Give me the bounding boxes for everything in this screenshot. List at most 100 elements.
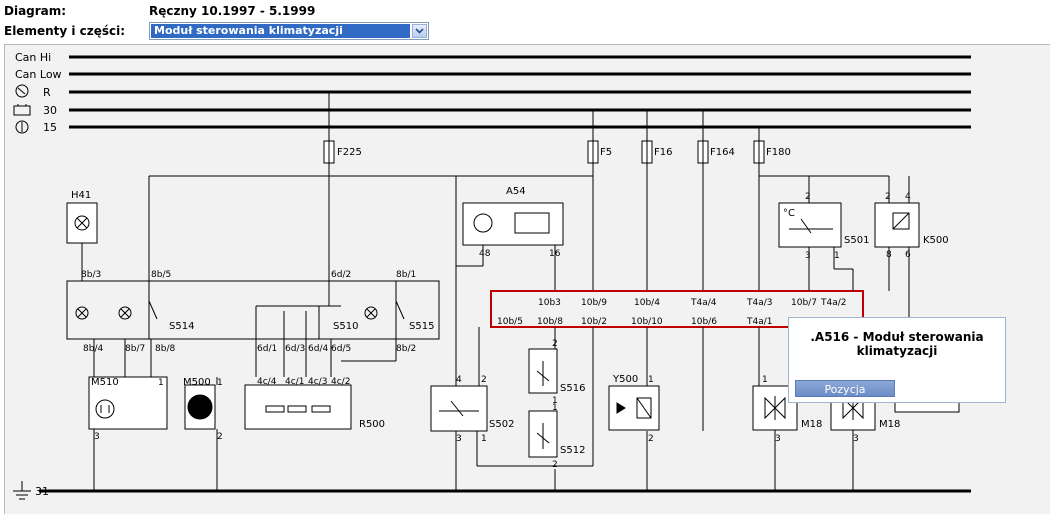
parts-select-value: Moduł sterowania klimatyzacji	[151, 24, 410, 38]
control-panel-box[interactable]	[66, 280, 440, 340]
pin-a516-top: 10b/7	[791, 298, 817, 308]
label-m18-a: M18	[801, 419, 822, 430]
component-k500[interactable]	[874, 202, 920, 401]
pin-m500-2: 2	[217, 432, 223, 442]
chevron-down-icon[interactable]	[412, 24, 427, 38]
fuse-f164[interactable]	[697, 140, 709, 164]
pin-6d4: 6d/4	[308, 344, 328, 354]
label-s510: S510	[333, 321, 358, 332]
pin-s516-1: 1	[552, 396, 558, 406]
pin-k500-6: 6	[905, 250, 911, 260]
label-s502: S502	[489, 419, 514, 430]
pin-k500-8: 8	[886, 250, 892, 260]
pin-s502-4: 4	[456, 375, 462, 385]
a516-top-pins: 10b3 10b/9 10b/4 T4a/4 T4a/3 10b/7 T4a/2…	[497, 298, 847, 327]
label-m500: M500	[183, 377, 211, 388]
pin-m18a-1: 1	[762, 375, 768, 385]
pin-a516-top: 10b/9	[581, 298, 607, 308]
pin-s516-2: 2	[552, 339, 558, 349]
pin-y500-1: 1	[648, 375, 654, 385]
component-r500[interactable]	[244, 384, 352, 430]
pin-a516-bot: 10b/5	[497, 317, 523, 327]
pin-8b3: 8b/3	[81, 270, 101, 280]
pin-6d3: 6d/3	[285, 344, 305, 354]
pin-s512-1: 1	[552, 403, 558, 413]
bus-can-hi: Can Hi	[15, 51, 51, 64]
component-a54[interactable]	[456, 202, 564, 291]
pin-a516-top: T4a/4	[690, 298, 717, 308]
bus-31: 31	[35, 485, 49, 498]
bus-lines	[39, 55, 971, 493]
pin-8b7: 8b/7	[125, 344, 145, 354]
component-a516[interactable]	[490, 290, 864, 328]
component-m510[interactable]	[88, 376, 168, 491]
pin-s501-2: 2	[805, 192, 811, 202]
fuse-f180[interactable]	[753, 140, 765, 164]
label-m18-b: M18	[879, 419, 900, 430]
pin-6d5: 6d/5	[331, 344, 351, 354]
pin-a516-bot: 10b/10	[631, 317, 663, 327]
pin-4c3: 4c/3	[308, 377, 327, 387]
fuse-f225[interactable]	[323, 140, 335, 164]
pin-8b5: 8b/5	[151, 270, 171, 280]
pin-m18b-3: 3	[853, 434, 859, 444]
pin-m510-3: 3	[94, 432, 100, 442]
pin-a516-bot: 10b/8	[537, 317, 563, 327]
pin-s501-1: 1	[834, 251, 840, 261]
bus-r: R	[43, 86, 51, 99]
a516-wires	[455, 327, 760, 491]
label-k500: K500	[923, 235, 949, 246]
label-s516: S516	[560, 383, 585, 394]
component-s512[interactable]	[528, 410, 558, 458]
component-h41[interactable]	[66, 202, 98, 281]
pin-a516-bot: 10b/2	[581, 317, 607, 327]
label-a54: A54	[506, 186, 526, 197]
component-s502[interactable]	[430, 385, 488, 432]
tooltip-title-line2: klimatyzacji	[856, 344, 938, 358]
bus-30: 30	[43, 104, 57, 117]
label-m510: M510	[91, 377, 119, 388]
bus-15: 15	[43, 121, 57, 134]
label-y500: Y500	[612, 374, 638, 385]
diagram-value: Ręczny 10.1997 - 5.1999	[149, 4, 316, 18]
tooltip-title-line1: .A516 - Moduł sterowania	[810, 330, 984, 344]
pin-a516-top: 10b3	[538, 298, 561, 308]
label-s514: S514	[169, 321, 194, 332]
pin-a516-top: T4a/2	[820, 298, 847, 308]
pin-6d1: 6d/1	[257, 344, 277, 354]
fuse-f16[interactable]	[641, 140, 653, 164]
fuse-f5[interactable]	[587, 140, 599, 164]
pin-a516-top: 10b/4	[634, 298, 660, 308]
pin-s502-2: 2	[481, 375, 487, 385]
pin-m18a-3: 3	[775, 434, 781, 444]
pin-s502-1: 1	[481, 434, 487, 444]
label-s515: S515	[409, 321, 434, 332]
pin-s512-2: 2	[552, 460, 558, 470]
ignition-on-icon	[15, 120, 29, 134]
label-h41: H41	[71, 190, 91, 201]
component-tooltip: .A516 - Moduł sterowania klimatyzacji Po…	[788, 317, 1006, 403]
pin-8b2: 8b/2	[396, 344, 416, 354]
tooltip-title: .A516 - Moduł sterowania klimatyzacji	[789, 330, 1005, 358]
label-r500: R500	[359, 419, 385, 430]
component-s516[interactable]	[528, 348, 558, 394]
pin-s502-3: 3	[456, 434, 462, 444]
pin-k500-4: 4	[905, 192, 911, 202]
label-s512: S512	[560, 445, 585, 456]
component-m500[interactable]	[184, 377, 218, 491]
component-s501[interactable]	[778, 202, 854, 291]
pin-y500-2: 2	[648, 434, 654, 444]
pin-m510-1: 1	[158, 378, 164, 388]
pin-a516-bot: 10b/6	[691, 317, 717, 327]
pin-a54-48: 48	[479, 249, 491, 259]
position-button[interactable]: Pozycja	[795, 380, 895, 397]
parts-select[interactable]: Moduł sterowania klimatyzacji	[149, 22, 429, 40]
fuse-label-f5: F5	[600, 147, 612, 158]
pin-8b1: 8b/1	[396, 270, 416, 280]
panel-wires	[93, 339, 397, 377]
svg-text:°C: °C	[783, 208, 795, 219]
bus-can-low: Can Low	[15, 68, 62, 81]
ignition-key-icon	[15, 84, 29, 98]
component-y500[interactable]	[608, 385, 660, 431]
feed-wires	[148, 92, 910, 386]
